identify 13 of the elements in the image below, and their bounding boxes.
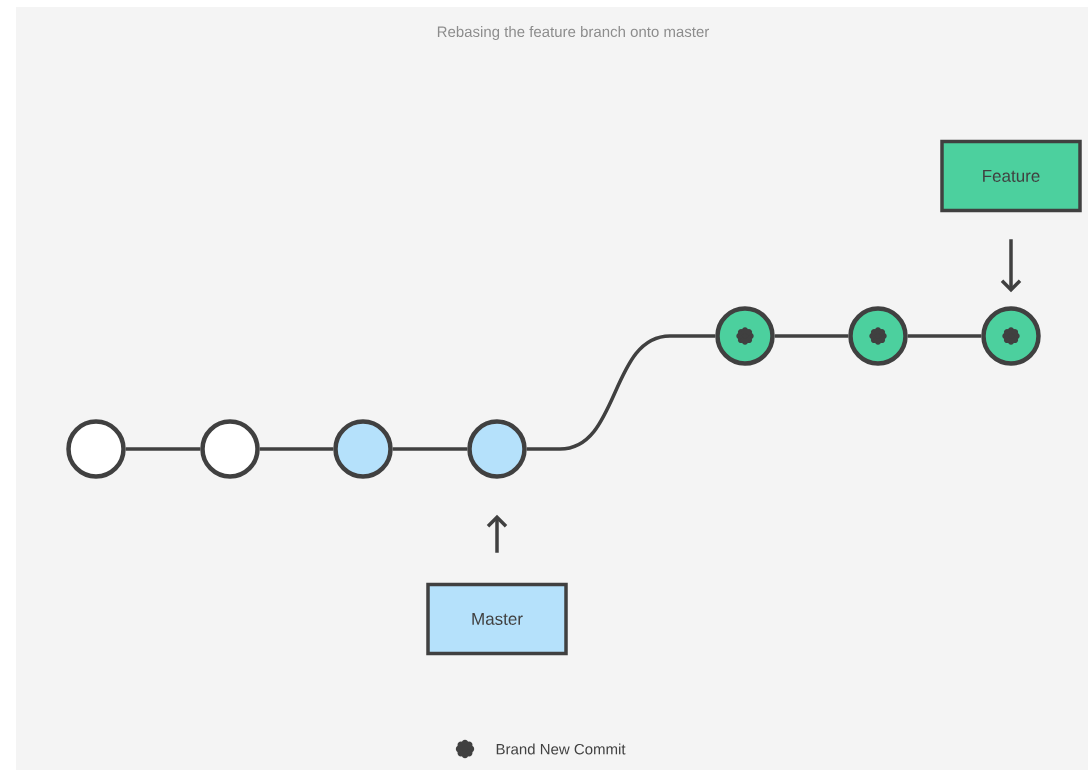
branch-line [259, 447, 334, 451]
title: Rebasing the feature branch onto master [437, 26, 710, 40]
branch-line [526, 334, 716, 451]
label-box: Master [426, 582, 568, 656]
arrow [1000, 239, 1022, 293]
branch-line [125, 447, 201, 451]
branch-line [392, 447, 468, 451]
arrow [486, 514, 508, 553]
label-box: Feature [940, 139, 1082, 213]
legend-text: Brand New Commit [496, 743, 626, 755]
branch-line [774, 334, 849, 338]
branch-line [907, 334, 982, 338]
commit-circle [981, 306, 1041, 366]
